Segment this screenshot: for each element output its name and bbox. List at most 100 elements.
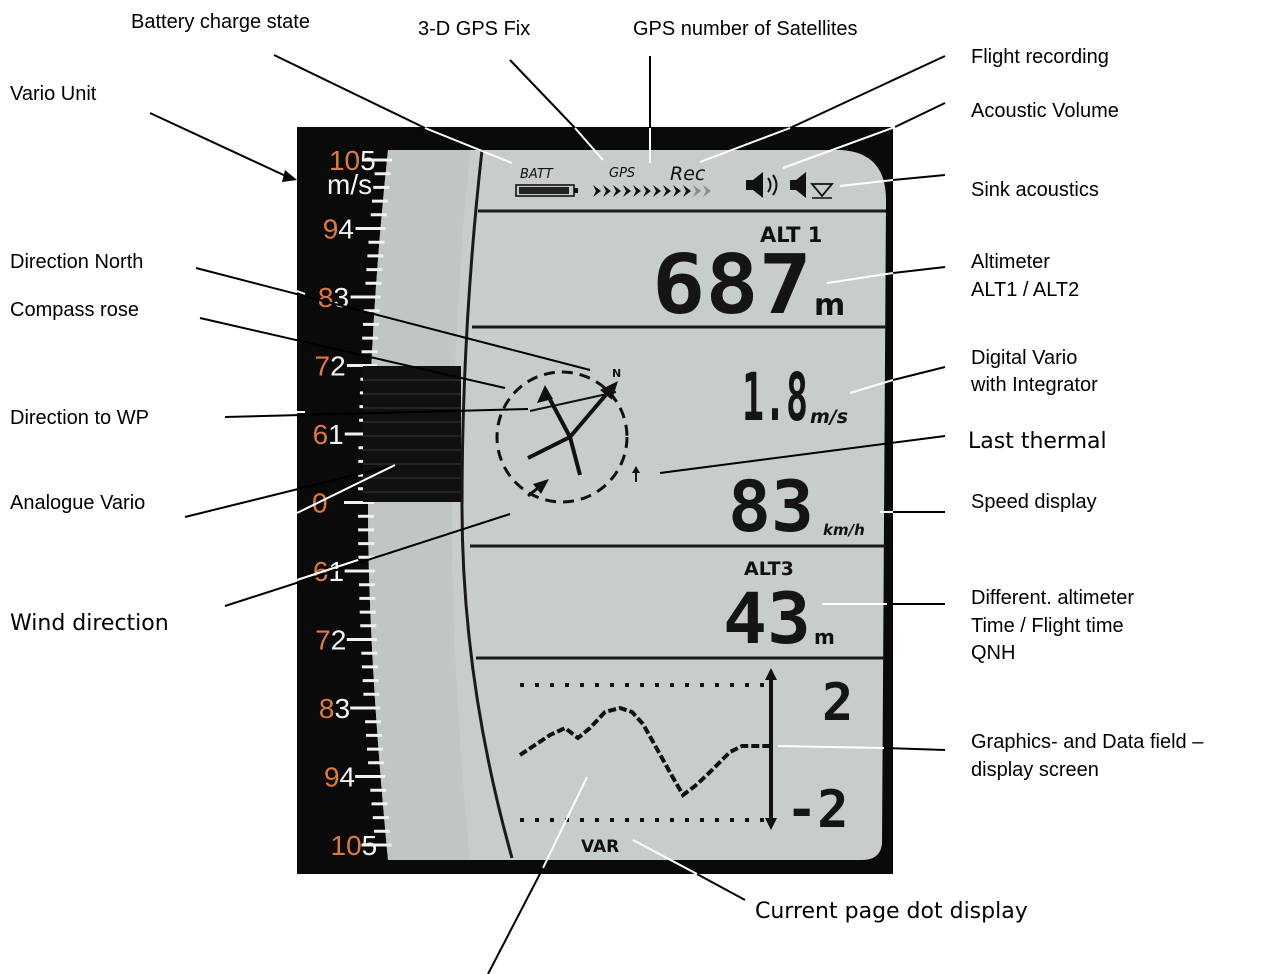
graph-dot: [640, 818, 644, 822]
gps-satellite-chevrons: [593, 185, 711, 197]
analogue-vario-bar: [363, 366, 461, 502]
graph-dot: [670, 683, 674, 687]
callout-graphics-2: display screen: [971, 759, 1099, 781]
gps-chevron-icon: [673, 185, 681, 197]
callout-graphics-1: Graphics- and Data field –: [971, 731, 1204, 753]
graph-dot: [580, 818, 584, 822]
scale-number: 105: [331, 830, 378, 861]
vario-history-line: [518, 705, 770, 798]
compass-rose: [495, 370, 629, 504]
graph-dot: [640, 683, 644, 687]
alt3-value: 43: [723, 578, 811, 660]
graph-dot: [550, 683, 554, 687]
scale-number: 105: [329, 145, 376, 176]
graph-dot: [700, 683, 704, 687]
callout-gps-fix: 3-D GPS Fix: [418, 18, 530, 40]
scale-number: 61: [313, 556, 344, 587]
callout-dir-north: Direction North: [10, 251, 143, 273]
scale-number: 83: [318, 282, 349, 313]
scale-number: 72: [315, 351, 346, 382]
speed-value: 83: [728, 466, 814, 548]
graph-dot: [595, 818, 599, 822]
graph-dot: [715, 818, 719, 822]
graph-dot: [655, 818, 659, 822]
scale-number: 94: [323, 214, 354, 245]
north-label: N: [612, 367, 621, 380]
alt3-label: ALT3: [744, 558, 794, 580]
graph-field: 2 -2: [518, 668, 853, 840]
callout-last-thermal: Last thermal: [968, 429, 1107, 454]
graph-top-value: 2: [822, 673, 853, 733]
vario-unit: m/s: [810, 406, 848, 428]
callout-dir-wp: Direction to WP: [10, 407, 149, 429]
sink-acoustics-icon: [790, 172, 834, 199]
north-arrow-icon: [600, 381, 618, 400]
compass-needles: [527, 381, 618, 476]
gps-chevron-icon: [623, 185, 631, 197]
callout-gps-sats: GPS number of Satellites: [633, 18, 858, 40]
rec-label: Rec: [670, 163, 706, 185]
gps-chevron-icon: [593, 185, 601, 197]
graph-dot: [610, 683, 614, 687]
graph-dot: [715, 683, 719, 687]
status-row: BATT GPS Rec: [515, 163, 834, 199]
alt1-value: 687: [652, 238, 812, 333]
graph-bottom-value: -2: [786, 780, 849, 840]
gps-chevron-icon: [653, 185, 661, 197]
alt1-unit: m: [814, 288, 845, 323]
gps-label: GPS: [609, 166, 635, 181]
graph-dot: [595, 683, 599, 687]
graph-dot: [745, 683, 749, 687]
callout-digital-vario-1: Digital Vario: [971, 347, 1077, 369]
callouts: Battery charge state 3-D GPS Fix GPS num…: [10, 11, 1204, 924]
callout-diff-alt-1: Different. altimeter: [971, 587, 1134, 609]
last-thermal-icon: [632, 466, 640, 482]
section-dividers: [470, 209, 886, 660]
vario-value: 1.8: [742, 359, 808, 436]
graph-dot: [520, 818, 524, 822]
batt-label: BATT: [520, 167, 554, 182]
graph-dot: [565, 683, 569, 687]
callout-page-dot: Current page dot display: [755, 899, 1028, 924]
callout-volume: Acoustic Volume: [971, 100, 1119, 122]
callout-compass-rose: Compass rose: [10, 299, 139, 321]
callout-wind: Wind direction: [10, 611, 169, 636]
graph-dot: [535, 818, 539, 822]
graph-dot: [610, 818, 614, 822]
scale-number: 0: [312, 488, 328, 519]
curved-separator: [460, 149, 514, 859]
callout-speed: Speed display: [971, 491, 1097, 513]
callout-battery: Battery charge state: [131, 11, 310, 33]
graph-dot: [625, 818, 629, 822]
graph-dot: [760, 818, 764, 822]
graph-dot: [745, 818, 749, 822]
scale-number: 94: [324, 762, 355, 793]
graph-dot: [685, 818, 689, 822]
graph-dot: [670, 818, 674, 822]
callout-sink: Sink acoustics: [971, 179, 1099, 201]
callout-analogue-vario: Analogue Vario: [10, 492, 145, 514]
callout-altimeter-1: Altimeter: [971, 251, 1050, 273]
graph-dot: [520, 683, 524, 687]
graph-dot: [655, 683, 659, 687]
gps-chevron-icon: [693, 185, 701, 197]
callout-flight-rec: Flight recording: [971, 46, 1109, 68]
graph-dot: [730, 683, 734, 687]
alt3-unit: m: [814, 625, 835, 649]
waypoint-arrow-icon: [537, 385, 553, 403]
callout-vario-unit: Vario Unit: [10, 83, 97, 105]
gps-chevron-icon: [613, 185, 621, 197]
graph-dot: [685, 683, 689, 687]
callout-diff-alt-3: QNH: [971, 642, 1015, 664]
gps-chevron-icon: [643, 185, 651, 197]
scale-number: 72: [315, 625, 346, 656]
alt1-label: ALT 1: [760, 223, 822, 247]
speed-unit: km/h: [823, 521, 865, 539]
gps-chevron-icon: [663, 185, 671, 197]
graph-dot: [535, 683, 539, 687]
vario-unit-label: m/s: [327, 169, 372, 200]
graph-dot: [580, 683, 584, 687]
page-label: VAR: [581, 837, 619, 857]
